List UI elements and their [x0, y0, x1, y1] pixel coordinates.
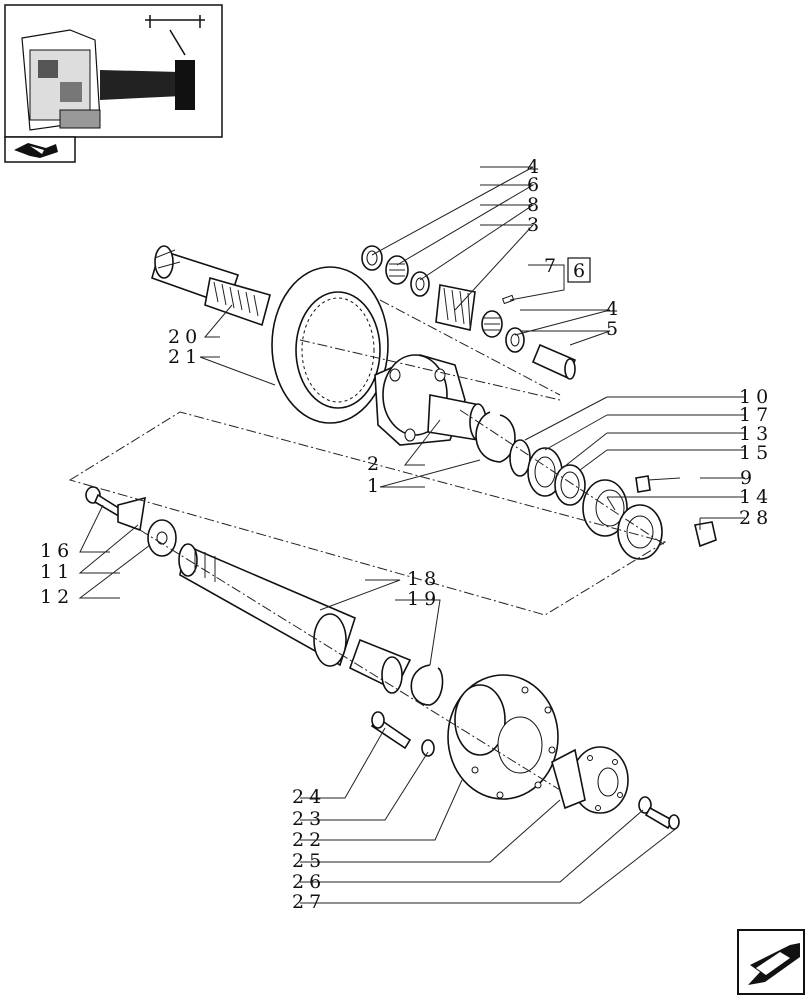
part-hub	[551, 746, 680, 830]
callout-4b: 4	[606, 298, 623, 320]
part-input-shaft	[151, 245, 271, 327]
part-ring-gear	[271, 266, 389, 424]
part-circlip	[410, 664, 444, 706]
callout-5: 5	[606, 318, 623, 340]
leader-lines	[78, 166, 745, 904]
callout-25: 25	[292, 850, 326, 872]
callout-26: 26	[292, 871, 326, 893]
callout-3: 3	[527, 214, 544, 236]
callout-labels: 4 6 8 3 7 6 4 5 20 21 10 17 13 15 9 14 2…	[40, 156, 773, 913]
callout-6: 6	[527, 174, 544, 196]
callout-2: 2	[367, 453, 384, 475]
callout-9: 9	[740, 467, 757, 489]
callout-27: 27	[292, 891, 326, 913]
callout-11: 11	[40, 561, 74, 583]
callout-19: 19	[407, 588, 441, 610]
callout-7: 7	[544, 255, 561, 277]
callout-24: 24	[292, 786, 326, 808]
callout-1: 1	[367, 475, 384, 497]
callout-14: 14	[739, 486, 773, 508]
callout-28: 28	[739, 507, 773, 529]
callout-4: 4	[527, 156, 544, 178]
callout-16: 16	[40, 540, 74, 562]
callout-21: 21	[168, 346, 202, 368]
callout-18: 18	[407, 568, 441, 590]
reference-box	[567, 257, 591, 283]
callout-12: 12	[40, 586, 74, 608]
callout-6-boxed: 6	[573, 260, 590, 282]
callout-23: 23	[292, 808, 326, 830]
callout-10: 10	[739, 386, 773, 408]
callout-20: 20	[168, 326, 202, 348]
callout-15: 15	[739, 442, 773, 464]
part-output-shaft	[178, 543, 412, 694]
part-flange	[370, 674, 559, 800]
callout-17: 17	[739, 404, 773, 426]
callout-22: 22	[292, 829, 326, 851]
next-page-arrow-icon[interactable]	[737, 929, 805, 995]
part-seal-stack	[475, 411, 717, 560]
callout-13: 13	[739, 423, 773, 445]
callout-8: 8	[527, 194, 544, 216]
vehicle-location-thumbnail[interactable]	[4, 4, 223, 163]
book-arrow-icon[interactable]	[14, 143, 58, 158]
